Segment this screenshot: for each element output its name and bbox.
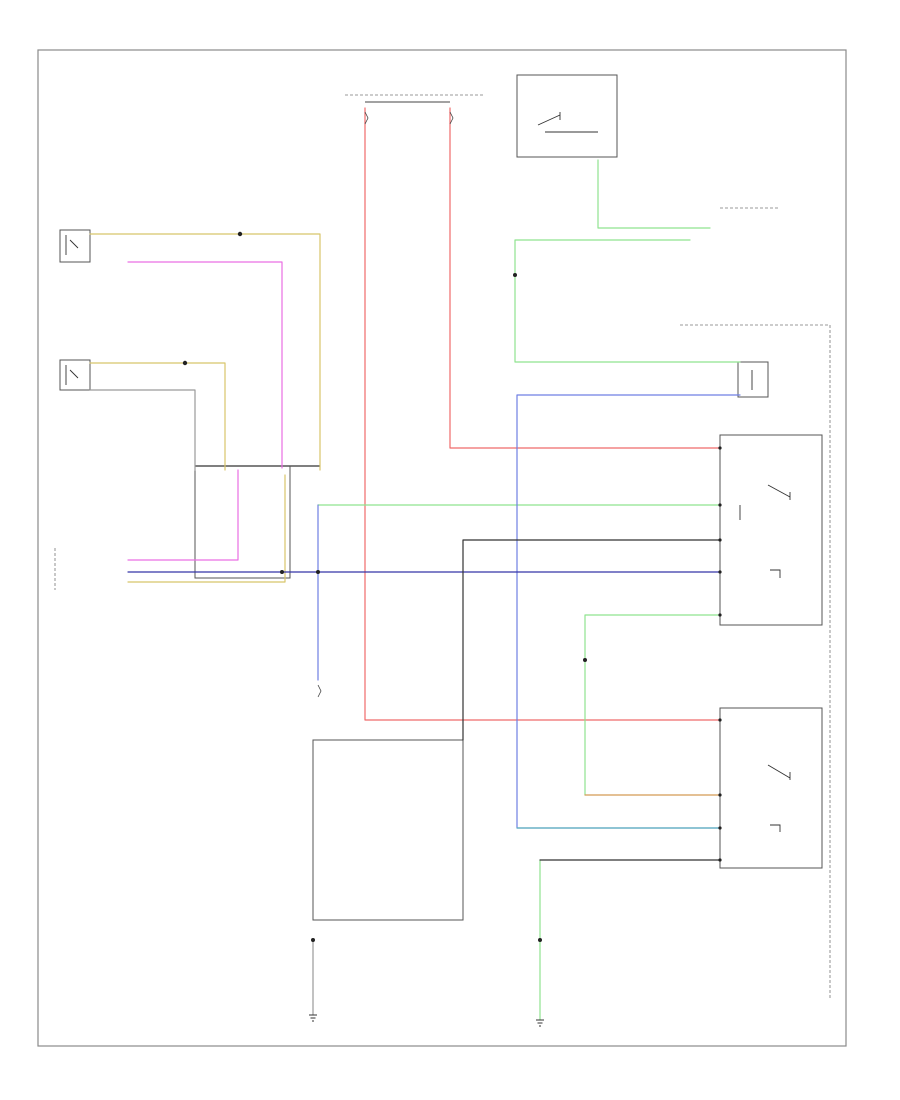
terminal-dot <box>718 570 722 574</box>
terminal-dot <box>718 503 722 507</box>
gray-wire <box>89 389 196 471</box>
ground-splice-dot <box>513 273 517 277</box>
red-wire-main <box>364 107 721 721</box>
diode-box <box>737 361 769 398</box>
blue-wire-relay <box>516 394 741 829</box>
terminal-dot <box>718 793 722 797</box>
pressure-switch-box <box>59 229 91 263</box>
yellow-wire-module <box>127 474 286 583</box>
blower-module-box <box>312 739 464 921</box>
fuse-symbol <box>317 684 322 698</box>
pressure-switch-contact <box>65 235 79 255</box>
red-wire-relay <box>449 107 721 449</box>
ignition-switch-box <box>516 74 618 158</box>
fuse-symbol <box>364 111 369 125</box>
yellow-wire-upper <box>89 233 321 471</box>
green-wire-lower <box>584 614 721 796</box>
relay-upper-contacts <box>739 484 791 578</box>
low-switch-contact <box>65 365 79 385</box>
splice-dot <box>316 570 320 574</box>
relay-box-lower <box>719 707 823 869</box>
terminal-dot <box>718 826 722 830</box>
black-wire <box>462 539 721 741</box>
ground-symbol <box>536 1019 544 1027</box>
terminal-dot <box>718 718 722 722</box>
ground-splice-dot <box>583 658 587 662</box>
terminal-dot <box>718 613 722 617</box>
connector-dot <box>237 231 243 237</box>
ground-splice-dot <box>311 938 315 942</box>
low-switch-box <box>59 359 91 391</box>
terminal-dot <box>718 858 722 862</box>
ignition-switch-contact <box>537 112 598 133</box>
green-wire-switch <box>597 159 711 229</box>
right-boundary <box>680 324 831 1000</box>
ground-splice-dot <box>538 938 542 942</box>
terminal-dot <box>718 538 722 542</box>
pink-wire-module <box>127 469 239 561</box>
diagram-border <box>37 49 847 1047</box>
relay-box-upper <box>719 434 823 626</box>
splice-dot <box>280 570 284 574</box>
yellow-wire-lower <box>89 362 226 471</box>
pink-wire <box>127 261 283 469</box>
connector-dot <box>182 360 188 366</box>
ground-symbol <box>309 1014 317 1022</box>
terminal-dot <box>718 446 722 450</box>
control-module-box <box>194 465 291 579</box>
relay-lower-contacts <box>767 764 791 832</box>
green-wire-diode <box>514 239 741 363</box>
fuse-symbol <box>449 111 454 125</box>
